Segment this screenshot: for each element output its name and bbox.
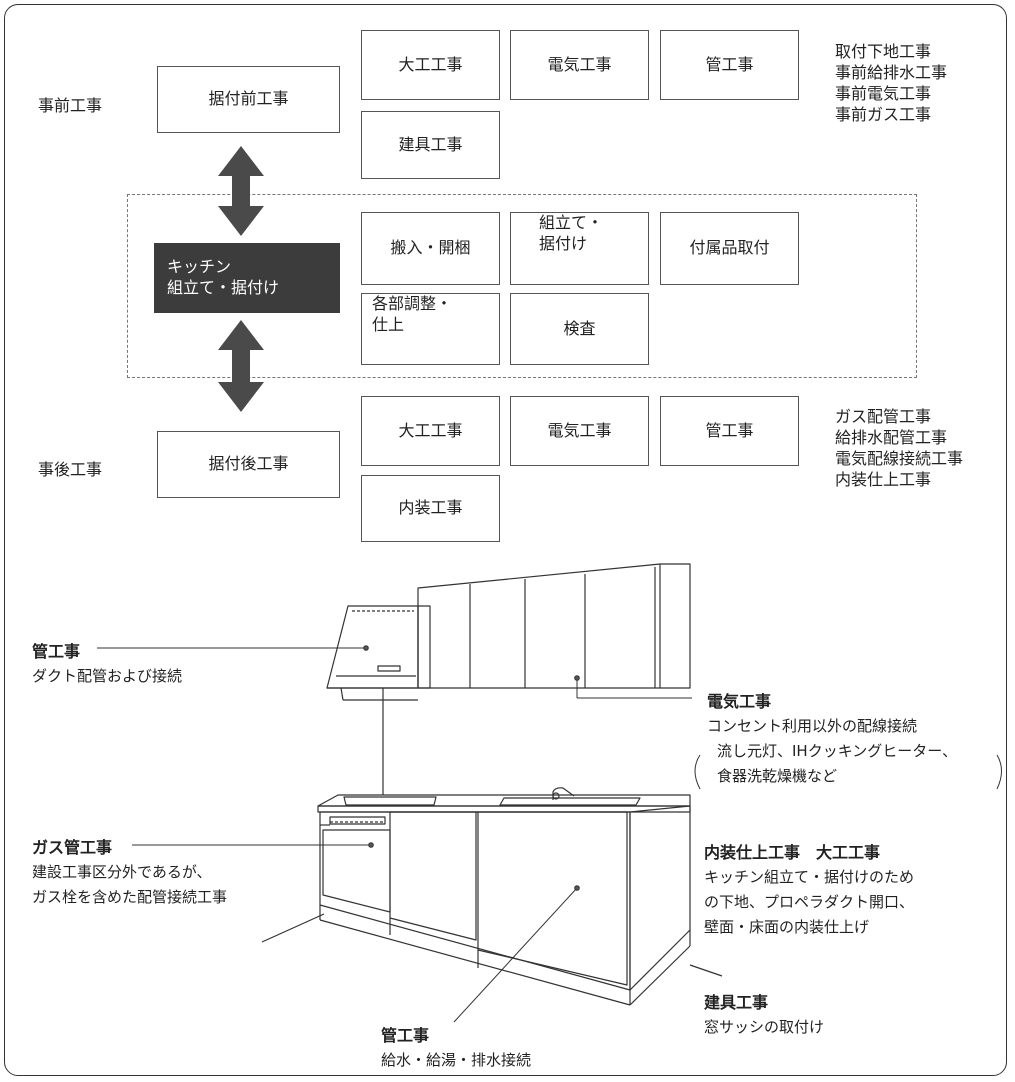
interior-callout: 内装仕上工事 大工工事 キッチン組立て・据付けのため の下地、プロペラダクト開口… [704,840,914,940]
electrical-callout-line3: 食器洗乾燥機など [717,767,838,785]
double-arrow-upper-icon [218,146,264,236]
wall-cabinets [417,563,691,689]
electrical-callout-line2: 流し元灯、IHクッキングヒーター、 [717,742,958,760]
flow-arrows [218,146,264,412]
pre-electrical-box: 電気工事 [510,30,649,100]
adjust-finish-box: 各部調整・ 仕上 [361,293,500,365]
interior-callout-line1: キッチン組立て・据付けのため [704,868,915,886]
fittings-callout-title: 建具工事 [704,993,769,1012]
countertop [317,787,691,813]
duct-callout-text: ダクト配管および接続 [32,667,183,685]
post-work-list-item: 給排水配管工事 [835,428,948,447]
pre-plumbing-box: 管工事 [660,30,799,100]
interior-callout-title: 内装仕上工事 大工工事 [704,843,881,862]
gas-callout-title: ガス管工事 [32,838,113,857]
pre-work-list-item: 取付下地工事 [835,42,932,61]
kitchen-assembly-group [127,194,917,378]
assembly-install-line1: 組立て・ [539,213,604,232]
kitchen-assembly-line2: 組立て・据付け [167,278,280,297]
pre-work-list: 取付下地工事 事前給排水工事 事前電気工事 事前ガス工事 [835,41,947,125]
electrical-callout-title: 電気工事 [707,692,772,711]
assembly-install-line2: 据付け [539,233,588,253]
range-hood [326,605,431,701]
pre-work-list-item: 事前電気工事 [835,84,932,103]
post-work-list-item: ガス配管工事 [835,407,932,426]
post-carpentry-box: 大工工事 [361,396,500,466]
pre-carpentry-box: 大工工事 [361,30,500,100]
inspection-box: 検査 [510,293,649,365]
pre-work-list-item: 事前ガス工事 [835,105,932,124]
post-electrical-box: 電気工事 [510,396,649,466]
adjust-finish-line2: 仕上 [372,314,405,334]
fittings-callout-text: 窓サッシの取付け [704,1018,825,1036]
post-work-stage-label: 事後工事 [38,460,103,479]
electrical-callout-line1: コンセント利用以外の配線接続 [707,717,918,735]
duct-callout: 管工事 ダクト配管および接続 [32,639,182,689]
pre-fittings-box: 建具工事 [361,111,500,179]
post-work-list: ガス配管工事 給排水配管工事 電気配線接続工事 内装仕上工事 [835,406,963,490]
pre-work-list-item: 事前給排水工事 [835,63,948,82]
gas-callout: ガス管工事 建設工事区分外であるが、 ガス栓を含めた配管接続工事 [32,835,227,910]
plumbing-callout-title: 管工事 [381,1026,430,1045]
pre-work-stage-label: 事前工事 [38,96,103,115]
interior-callout-line3: 壁面・床面の内装仕上げ [704,918,870,936]
post-work-list-item: 電気配線接続工事 [835,449,964,468]
base-cabinets [319,805,691,1006]
double-arrow-lower-icon [218,320,264,412]
post-plumbing-box: 管工事 [660,396,799,466]
fittings-callout: 建具工事 窓サッシの取付け [704,990,824,1040]
duct-callout-title: 管工事 [32,642,81,661]
accessories-box: 付属品取付 [660,212,799,285]
post-work-main-box: 据付後工事 [157,431,340,498]
gas-callout-line2: ガス栓を含めた配管接続工事 [32,888,228,906]
adjust-finish-line1: 各部調整・ [372,294,453,313]
assembly-install-box: 組立て・ 据付け [510,212,649,285]
diagram-frame [4,4,1007,1076]
post-work-list-item: 内装仕上工事 [835,470,932,489]
gas-callout-line1: 建設工事区分外であるが、 [32,863,212,881]
plumbing-callout: 管工事 給水・給湯・排水接続 [381,1023,531,1073]
plumbing-callout-text: 給水・給湯・排水接続 [381,1051,532,1069]
post-interior-box: 内装工事 [361,475,500,542]
carry-in-unpack-box: 搬入・開梱 [361,212,500,285]
kitchen-assembly-main-box: キッチン 組立て・据付け [154,243,340,313]
pre-work-main-box: 据付前工事 [157,66,340,133]
interior-callout-line2: の下地、プロペラダクト開口、 [704,893,915,911]
electrical-callout: 電気工事 コンセント利用以外の配線接続 流し元灯、IHクッキングヒーター、 食器… [707,689,957,789]
kitchen-assembly-line1: キッチン [167,257,232,277]
